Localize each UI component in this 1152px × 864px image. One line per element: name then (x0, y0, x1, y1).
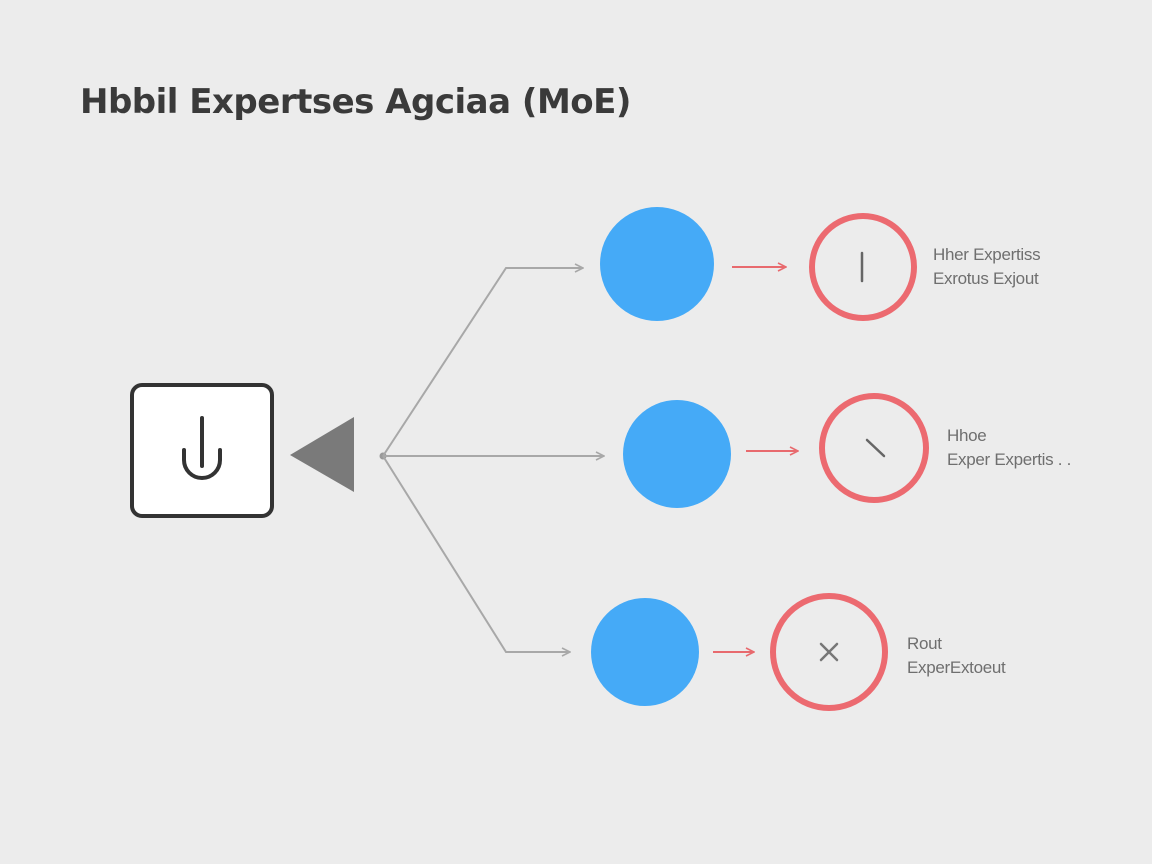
gate-triangle-icon (290, 417, 354, 492)
expert-node-2 (623, 400, 731, 508)
label-line: Hhoe (947, 426, 987, 445)
expert-output-label-2: Hhoe Exper Expertis . . (947, 424, 1071, 472)
expert-node-1 (600, 207, 714, 321)
expert-output-label-1: Hher Expertiss Exrotus Exjout (933, 243, 1041, 291)
diagonal-line-icon (865, 438, 886, 458)
route-arrow-3 (382, 455, 570, 652)
label-line: Hher Expertiss (933, 245, 1041, 264)
label-line: ExperExtoeut (907, 658, 1006, 677)
input-node (130, 383, 274, 518)
label-line: Exper Expertis . . (947, 450, 1072, 469)
label-line: Exrotus Exjout (933, 269, 1039, 288)
output-node-3 (770, 593, 888, 711)
route-arrow-1 (382, 268, 583, 457)
expert-output-label-3: Rout ExperExtoeut (907, 632, 1006, 680)
page-title: Hbbil Expertses Agciaa (MoE) (80, 82, 631, 122)
output-node-1 (809, 213, 917, 321)
cross-icon (819, 642, 839, 662)
power-hook-icon (182, 416, 222, 480)
output-node-2 (819, 393, 929, 503)
label-line: Rout (907, 634, 942, 653)
expert-node-3 (591, 598, 699, 706)
